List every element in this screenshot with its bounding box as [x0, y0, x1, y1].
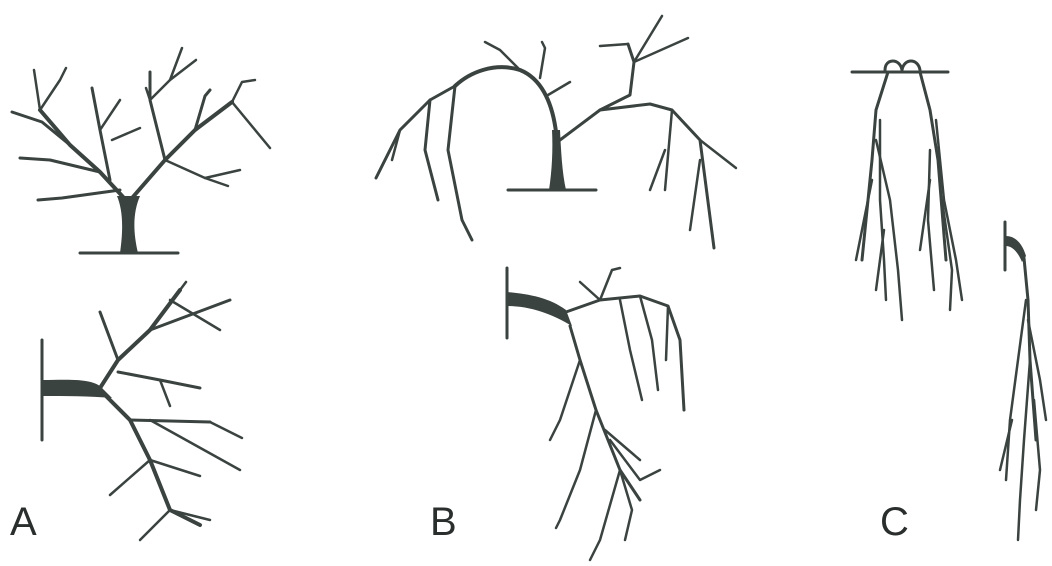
tree-b-weeping — [376, 16, 736, 248]
tree-b-leaning — [507, 268, 684, 560]
label-c: C — [880, 502, 909, 542]
label-a: A — [10, 502, 37, 542]
tree-a-leaning — [42, 282, 242, 540]
tree-c-pendulous — [852, 61, 962, 320]
tree-c-leaning — [1000, 222, 1046, 540]
label-b: B — [430, 502, 457, 542]
tree-a-upright — [12, 48, 270, 253]
